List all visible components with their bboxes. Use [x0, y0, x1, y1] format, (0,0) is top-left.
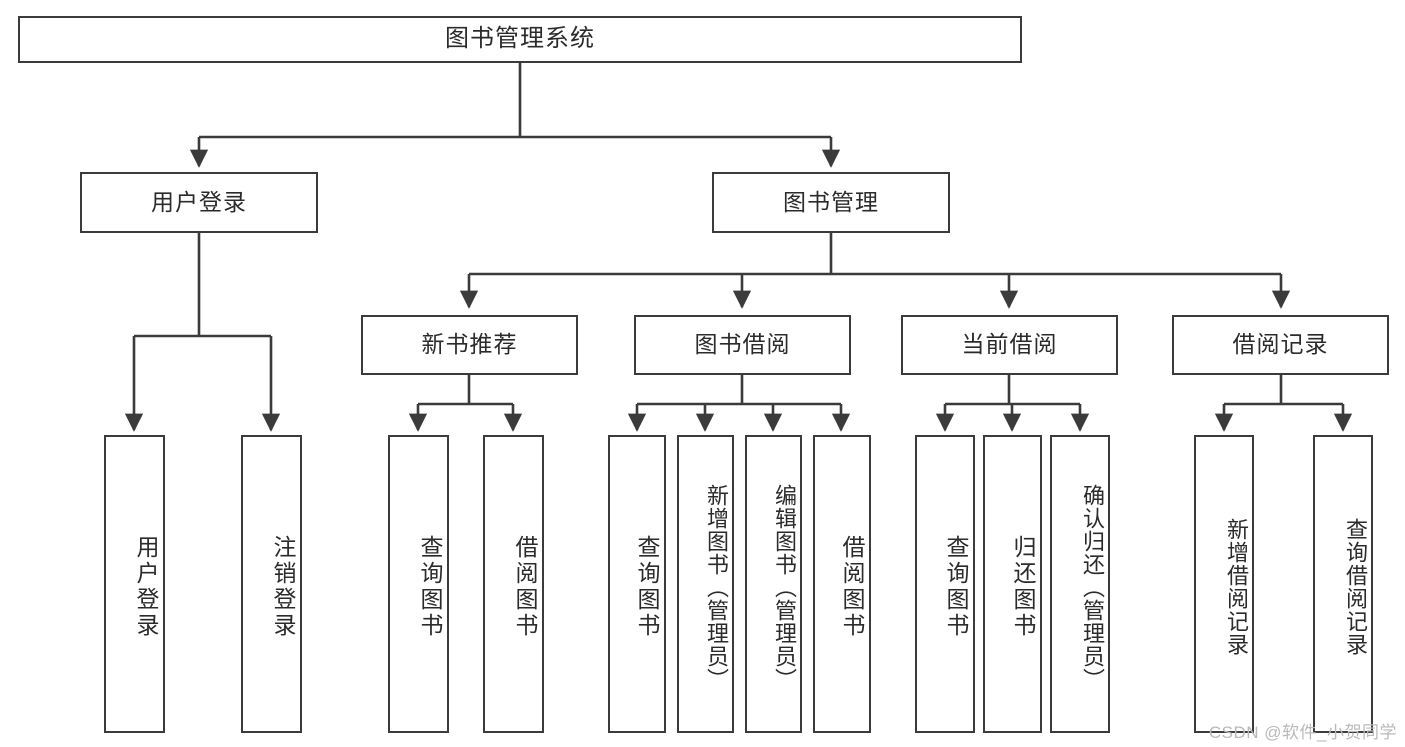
node-label: 当前借阅: [961, 331, 1058, 358]
leaf-query-borrow-record[interactable]: 查询借阅记录: [1313, 435, 1373, 733]
leaf-query-books-borrow[interactable]: 查询图书: [608, 435, 666, 733]
node-label: 借阅图书: [512, 535, 538, 639]
node-label: 新书推荐: [421, 331, 518, 358]
node-label: 编辑图书（管理员）: [772, 483, 797, 691]
leaf-add-borrow-record[interactable]: 新增借阅记录: [1194, 435, 1254, 733]
leaf-confirm-return-admin[interactable]: 确认归还（管理员）: [1050, 435, 1110, 733]
node-borrowing-records[interactable]: 借阅记录: [1172, 315, 1389, 375]
leaf-edit-book-admin[interactable]: 编辑图书（管理员）: [745, 435, 802, 733]
node-label: 新增图书（管理员）: [704, 483, 729, 691]
node-label: 新增借阅记录: [1224, 518, 1249, 656]
csdn-watermark: CSDN @软件_小贺同学: [1208, 723, 1397, 742]
node-user-login[interactable]: 用户登录: [80, 172, 318, 233]
node-book-borrowing[interactable]: 图书借阅: [634, 315, 851, 375]
node-book-management[interactable]: 图书管理: [712, 172, 950, 233]
leaf-query-books-current[interactable]: 查询图书: [915, 435, 975, 733]
leaf-borrow-books[interactable]: 借阅图书: [813, 435, 871, 733]
node-label: 查询借阅记录: [1343, 518, 1368, 656]
leaf-return-books[interactable]: 归还图书: [983, 435, 1042, 733]
node-new-book-recommendation[interactable]: 新书推荐: [361, 315, 578, 375]
node-label: 借阅记录: [1232, 331, 1329, 358]
node-label: 借阅图书: [839, 535, 865, 639]
leaf-query-books-recommend[interactable]: 查询图书: [388, 435, 449, 733]
node-label: 查询图书: [943, 535, 969, 639]
node-current-borrowing[interactable]: 当前借阅: [901, 315, 1118, 375]
node-label: 注销登录: [270, 535, 296, 639]
node-root-book-management-system[interactable]: 图书管理系统: [18, 16, 1022, 63]
leaf-user-login[interactable]: 用户登录: [104, 435, 165, 733]
node-label: 图书管理系统: [445, 25, 595, 53]
node-label: 用户登录: [151, 188, 247, 215]
node-label: 归还图书: [1010, 535, 1036, 639]
leaf-add-book-admin[interactable]: 新增图书（管理员）: [677, 435, 734, 733]
node-label: 确认归还（管理员）: [1080, 483, 1105, 691]
leaf-borrow-books-recommend[interactable]: 借阅图书: [483, 435, 544, 733]
leaf-logout[interactable]: 注销登录: [241, 435, 302, 733]
node-label: 图书借阅: [694, 331, 791, 358]
node-label: 用户登录: [133, 535, 159, 639]
node-label: 查询图书: [417, 535, 443, 639]
node-label: 查询图书: [634, 535, 660, 639]
node-label: 图书管理: [783, 188, 879, 215]
